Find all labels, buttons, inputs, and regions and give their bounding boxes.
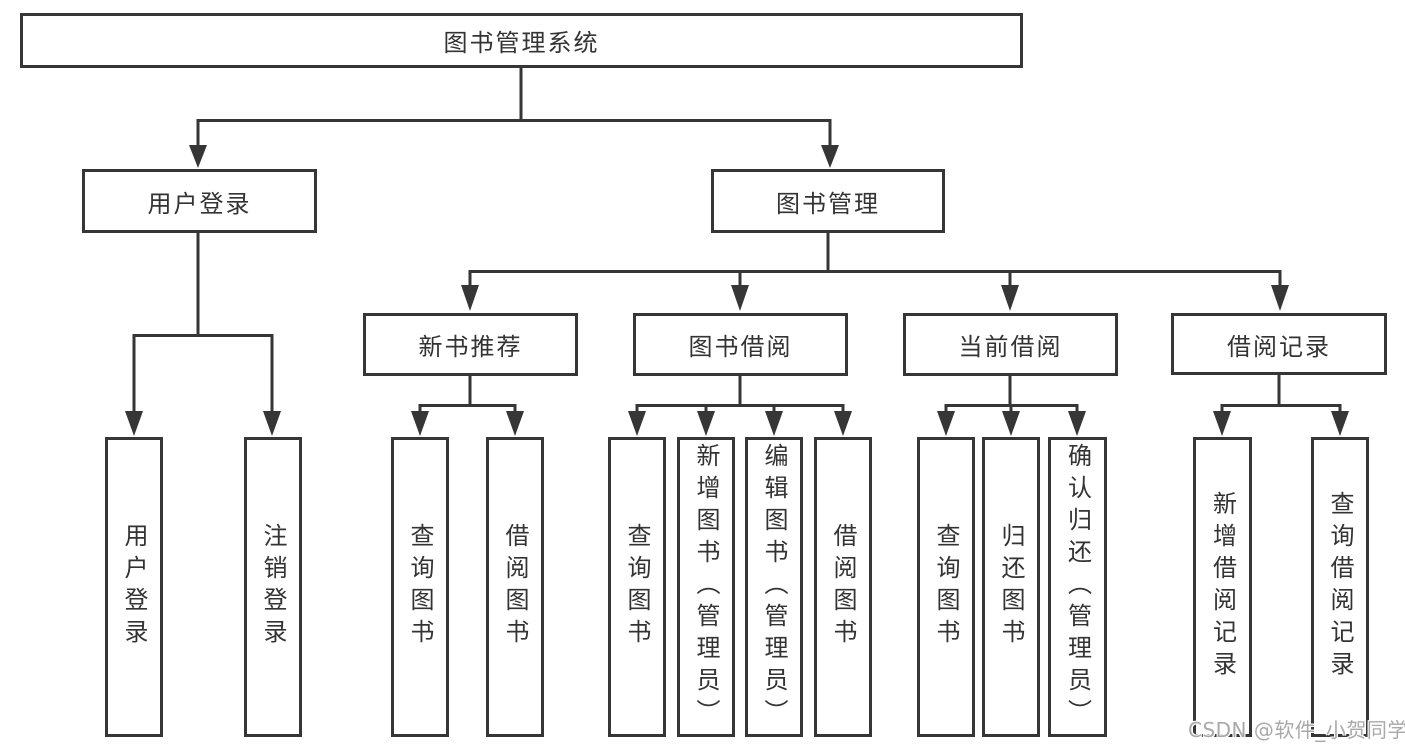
connector-records-bracket <box>1220 404 1342 414</box>
leaf-label: 查询图书 <box>406 523 434 651</box>
node-borrowing-records: 借阅记录 <box>1171 313 1387 375</box>
leaf-return-book: 归还图书 <box>982 437 1040 737</box>
arrowhead <box>1331 411 1349 436</box>
connector-root-bracket <box>196 119 832 149</box>
leaf-query-books-borrow: 查询图书 <box>608 437 666 737</box>
arrowhead <box>697 411 715 436</box>
connector-new-book-bracket <box>418 404 517 414</box>
arrowhead <box>1001 285 1019 311</box>
arrowhead <box>628 411 646 436</box>
leaf-edit-book-admin: 编辑图书（管理员） <box>745 437 803 737</box>
arrowhead <box>189 145 207 168</box>
arrowhead <box>263 411 281 436</box>
arrowhead <box>506 411 524 436</box>
arrowhead <box>765 411 783 436</box>
leaf-label: 用户登录 <box>120 523 148 651</box>
leaf-label: 查询图书 <box>623 523 651 651</box>
arrowhead <box>821 145 839 168</box>
leaf-label: 查询图书 <box>932 523 960 651</box>
connector-book-borrow-bracket <box>635 404 845 414</box>
arrowhead <box>731 285 749 311</box>
leaf-borrow-books-recommend: 借阅图书 <box>486 437 544 737</box>
leaf-confirm-return-admin: 确认归还（管理员） <box>1048 437 1107 737</box>
node-book-management: 图书管理 <box>711 169 945 233</box>
arrowhead <box>1271 285 1289 311</box>
node-book-borrowing: 图书借阅 <box>633 313 848 376</box>
leaf-label: 借阅图书 <box>829 523 857 651</box>
leaf-label: 确认归还（管理员） <box>1063 443 1092 731</box>
arrowhead <box>461 285 479 311</box>
node-new-book-recommendation: 新书推荐 <box>363 313 578 376</box>
leaf-logout: 注销登录 <box>244 437 302 737</box>
leaf-add-borrow-record: 新增借阅记录 <box>1193 437 1252 737</box>
leaf-label: 归还图书 <box>997 523 1025 651</box>
leaf-query-books-recommend: 查询图书 <box>391 437 449 737</box>
arrowhead <box>1213 411 1231 436</box>
leaf-label: 借阅图书 <box>501 523 529 651</box>
leaf-query-books-current: 查询图书 <box>917 437 975 737</box>
leaf-label: 新增图书（管理员） <box>692 443 720 731</box>
arrowhead <box>1002 411 1020 436</box>
csdn-watermark: CSDN @软件_小贺同学 <box>1188 718 1405 742</box>
arrowhead <box>411 411 429 436</box>
node-user-login: 用户登录 <box>82 169 317 233</box>
leaf-user-login: 用户登录 <box>105 437 163 737</box>
arrowhead <box>125 411 143 436</box>
arrowhead <box>937 411 955 436</box>
leaf-label: 编辑图书（管理员） <box>760 443 788 731</box>
leaf-add-book-admin: 新增图书（管理员） <box>677 437 735 737</box>
arrowhead <box>1068 411 1086 436</box>
connector-book-mgmt-bracket <box>468 270 1282 288</box>
leaf-label: 注销登录 <box>259 523 287 651</box>
connector-user-login-bracket <box>132 334 274 413</box>
leaf-query-borrow-record: 查询借阅记录 <box>1311 437 1369 737</box>
node-library-management-system: 图书管理系统 <box>20 13 1023 68</box>
node-current-borrowing: 当前借阅 <box>903 313 1118 376</box>
leaf-borrow-books: 借阅图书 <box>814 437 872 737</box>
leaf-label: 查询借阅记录 <box>1326 491 1354 683</box>
leaf-label: 新增借阅记录 <box>1208 491 1237 683</box>
arrowhead <box>834 411 852 436</box>
